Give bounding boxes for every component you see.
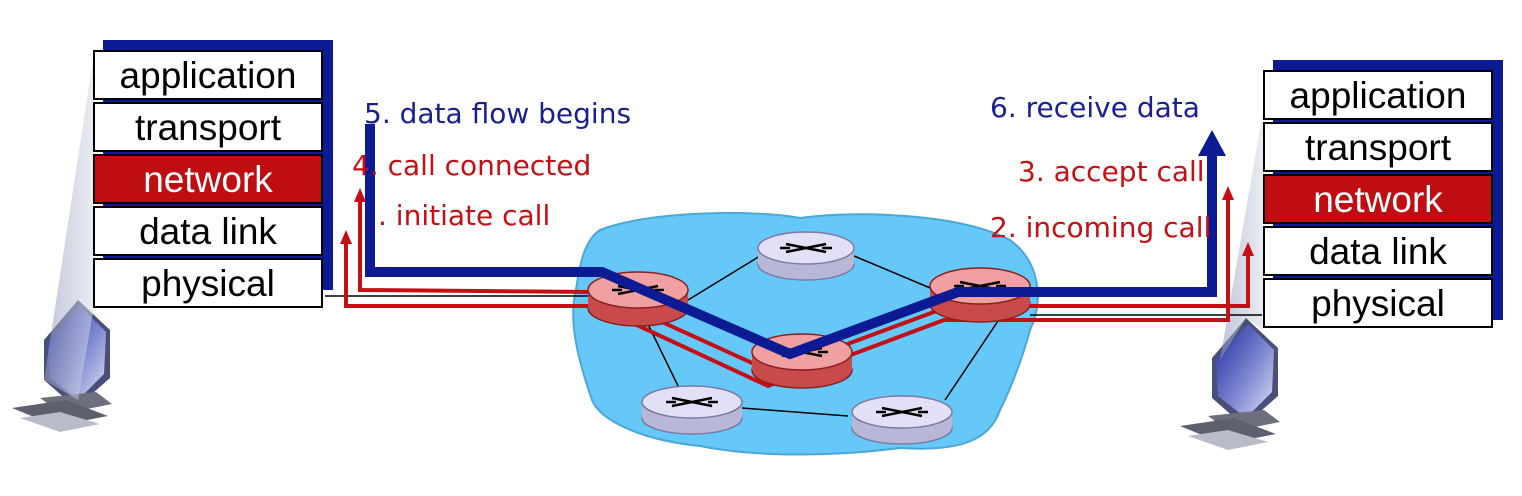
data-flow-path (365, 124, 1217, 360)
step-2-label: 2. incoming call (990, 211, 1212, 244)
step-4-label: 4. call connected (352, 149, 592, 182)
right-layer-data-link: data link (1263, 226, 1493, 276)
left-layer-application: application (93, 50, 323, 100)
right-layer-transport: transport (1263, 122, 1493, 172)
left-layer-data-link: data link (93, 206, 323, 256)
step-1-label: . initiate call (378, 199, 551, 232)
left-protocol-stack: application transport network data link … (93, 50, 323, 310)
right-protocol-stack: application transport network data link … (1263, 70, 1493, 330)
left-layer-network: network (93, 154, 323, 204)
step-3-label: 3. accept call (1018, 155, 1205, 188)
right-host-beam (1220, 112, 1263, 360)
left-layer-transport: transport (93, 102, 323, 152)
left-layer-physical: physical (93, 258, 323, 308)
right-layer-physical: physical (1263, 278, 1493, 328)
left-host-beam (44, 60, 93, 400)
access-links (325, 295, 1262, 316)
right-layer-application: application (1263, 70, 1493, 120)
network-links (644, 255, 1001, 417)
right-layer-network: network (1263, 174, 1493, 224)
step-5-label: 5. data flow begins (364, 97, 632, 130)
router-icon (851, 395, 953, 445)
step-6-label: 6. receive data (990, 91, 1200, 124)
router-icon (757, 231, 855, 281)
router-icon (641, 385, 743, 435)
data-flow-arrowhead (1198, 130, 1226, 156)
call-setup-arrowheads (340, 186, 1254, 256)
